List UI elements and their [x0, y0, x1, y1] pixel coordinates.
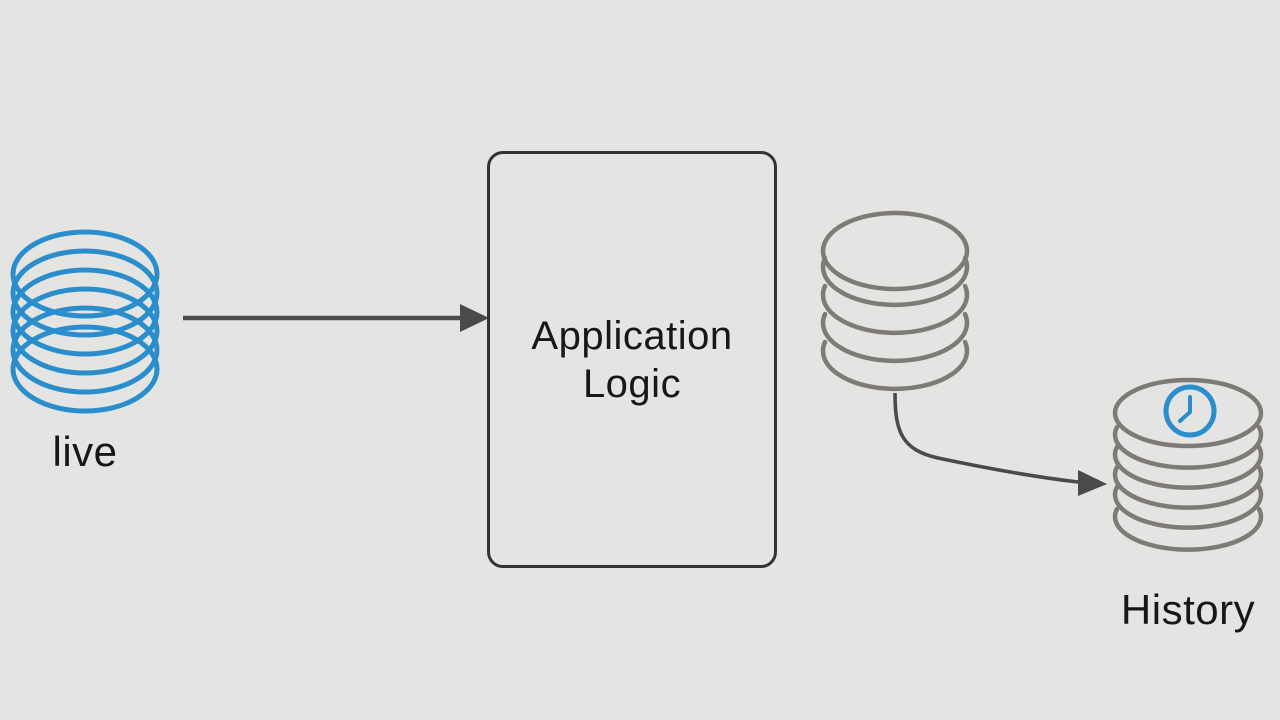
- live-db-label: live: [52, 428, 118, 475]
- arrow-live-to-app: [183, 304, 489, 332]
- history-database-icon: [1112, 377, 1264, 552]
- application-logic-label: Application Logic: [531, 313, 733, 406]
- database-stack: [820, 210, 970, 392]
- database-stack: [10, 229, 160, 414]
- buffer-database-icon: [820, 210, 970, 392]
- arrow-buffer-to-history: [893, 392, 1107, 496]
- application-logic-box: Application Logic: [487, 151, 777, 568]
- clock-icon: [1163, 384, 1217, 438]
- database-stack: [1112, 377, 1264, 552]
- arrowhead: [460, 304, 489, 332]
- live-database-icon: [10, 229, 160, 414]
- history-db-label: History: [1120, 586, 1256, 633]
- arrowhead: [1078, 470, 1107, 496]
